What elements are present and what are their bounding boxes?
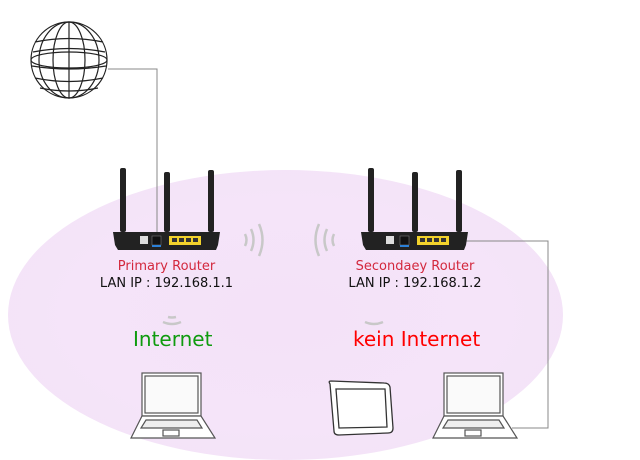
cable-secondary-to-laptop [462, 240, 549, 429]
globe-icon [30, 21, 108, 99]
secondary-router-name: Secondaey Router [355, 259, 475, 274]
laptop-secondary-icon [432, 372, 519, 439]
primary-router-icon [113, 168, 220, 250]
status-internet-fail: kein Internet [353, 327, 481, 351]
status-internet-ok: Internet [133, 327, 213, 351]
primary-router-ip: LAN IP : 192.168.1.1 [99, 276, 234, 291]
wifi-signal-incoming-icon [314, 223, 336, 257]
secondary-router-ip: LAN IP : 192.168.1.2 [348, 276, 482, 291]
laptop-primary-icon [130, 372, 217, 439]
primary-router-name: Primary Router [117, 259, 216, 274]
secondary-router-icon [361, 168, 468, 250]
cable-internet-to-primary [108, 68, 158, 238]
wifi-signal-secondary-icon [364, 320, 384, 326]
wifi-signal-primary-icon [162, 315, 182, 326]
wifi-signal-outgoing-icon [243, 223, 264, 257]
tablet-secondary-icon [328, 380, 394, 436]
